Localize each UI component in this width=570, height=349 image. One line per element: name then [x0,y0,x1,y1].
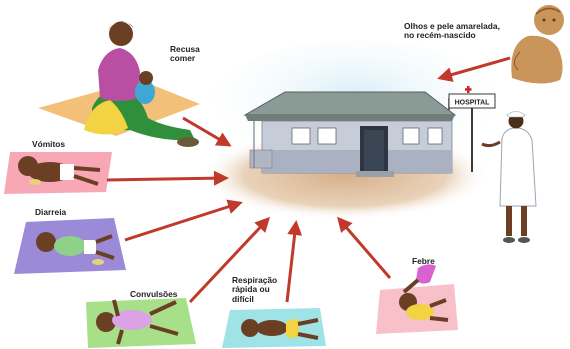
label-vomiting: Vómitos [32,140,65,149]
vomiting-baby-figure [4,152,112,194]
arrow-diarrhea [125,203,240,240]
label-diarrhea: Diarreia [35,208,66,217]
arrow-vomiting [107,178,226,180]
label-convulsions: Convulsões [130,290,177,299]
hospital-sign-text: HOSPITAL [455,100,491,107]
label-jaundice: Olhos e pele amarelada, no recém-nascido [404,22,500,41]
jaundiced-baby-figure [511,5,564,84]
label-refuses-food: Recusa comer [170,45,200,64]
mother-feeding-figure [38,21,200,147]
label-breathing: Respiração rápida ou difícil [232,276,277,304]
diarrhea-baby-figure [14,218,126,274]
breathing-baby-figure [222,308,326,348]
convulsions-baby-figure [86,298,196,348]
arrow-breathing [287,223,296,302]
hospital-building [245,92,455,177]
arrow-fever [339,219,390,278]
label-fever: Febre [412,257,435,266]
